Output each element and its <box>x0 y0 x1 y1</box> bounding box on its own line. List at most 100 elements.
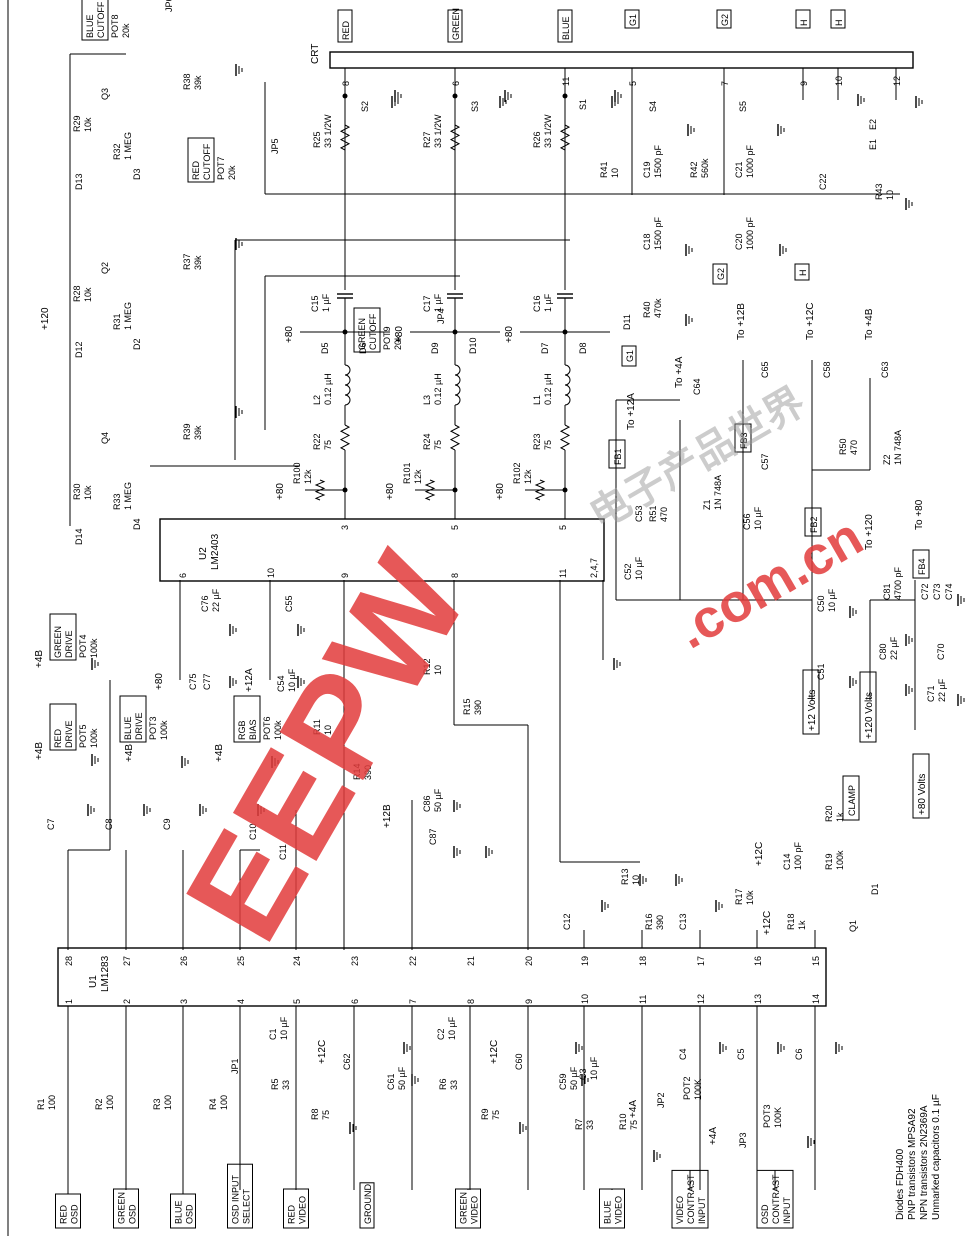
rail-80-r102: +80 <box>495 483 506 500</box>
component-ref: R102 <box>512 462 522 484</box>
component-ref: C14 <box>782 853 792 870</box>
component-value: 0.12 µH <box>433 373 443 405</box>
component-value: 33 <box>449 1080 459 1090</box>
ground-symbol <box>229 624 237 636</box>
component-ref: R6 <box>438 1078 448 1090</box>
note-diodes: Diodes FDH400 <box>895 1148 906 1220</box>
drive-word: DRIVE <box>64 630 74 658</box>
zener-ref: Z2 <box>882 454 892 465</box>
input-label: INPUT <box>782 1196 792 1224</box>
ground-symbol <box>453 800 461 812</box>
ground-symbol <box>611 96 619 108</box>
component-ref: R40 <box>642 301 652 318</box>
watermark-site: .com.cn <box>666 506 873 660</box>
component-ref: L2 <box>312 395 322 405</box>
component-value: 1 MEG <box>123 132 133 160</box>
component-ref: C18 <box>642 233 652 250</box>
rail-labels: +120 +80 +80 +80 +80 +80 +80 +80 +12A +4… <box>34 307 773 1145</box>
component-value: 1k <box>797 920 807 930</box>
u1-pin-bottom: 6 <box>350 999 360 1004</box>
component-value: 390 <box>473 700 483 715</box>
input-label: CONTRAST <box>686 1174 696 1224</box>
component-ref: C76 <box>200 595 210 612</box>
ground-symbol <box>905 198 913 210</box>
u1-pin-top: 22 <box>408 956 418 966</box>
drive-pot-ref: POT4 <box>78 634 88 658</box>
g2-box <box>712 263 728 285</box>
cutoff-word: CUTOFF <box>368 313 378 350</box>
component-ref: C17 <box>422 295 432 312</box>
drive-box <box>119 695 147 743</box>
component-ref: R50 <box>838 438 848 455</box>
cutoff-pot-value: 20k <box>393 335 403 350</box>
right-section-labels: To +12A To +4A To +12B To +12C To +4B To… <box>608 119 930 821</box>
ground-symbol <box>519 1122 527 1134</box>
u1-pin-top: 26 <box>179 956 189 966</box>
component-value: 0.12 µH <box>323 373 333 405</box>
ground-symbol <box>905 684 913 696</box>
junction-dot <box>452 93 458 99</box>
component-ref: R9 <box>480 1108 490 1120</box>
cutoff-jumper: JP5 <box>270 138 280 154</box>
channel-inductor <box>344 364 351 406</box>
ground-symbol <box>685 314 693 326</box>
component-ref: C81 <box>882 583 892 600</box>
input-label: BLUE <box>603 1200 613 1224</box>
component-value: 10 µF <box>287 668 297 692</box>
component-ref: R12 <box>422 658 432 675</box>
component-ref: C74 <box>944 583 954 600</box>
u1-pin-bottom: 2 <box>122 999 132 1004</box>
channel-coupling-cap <box>447 293 463 299</box>
crt-pin-number: 7 <box>720 81 730 86</box>
cutoff-color: BLUE <box>85 14 95 38</box>
drive-color: RGB <box>237 720 247 740</box>
cutoff-color: RED <box>191 160 201 180</box>
component-ref: R33 <box>112 493 122 510</box>
component-value: 100K <box>693 1079 703 1100</box>
u1-chip: U1 LM1283 <box>57 947 827 1007</box>
channel-r-33 <box>449 124 461 151</box>
component-value: 1000 pF <box>745 144 755 178</box>
fb2-label: FB2 <box>809 516 819 533</box>
rail-80-r101: +80 <box>385 483 396 500</box>
component-value: 33 1/2W <box>543 114 553 148</box>
u2-pin-10: 10 <box>266 568 276 578</box>
ground-symbol <box>199 804 207 816</box>
diode-ref: D1 <box>870 883 880 895</box>
component-ref: C58 <box>822 361 832 378</box>
component-ref: C15 <box>310 295 320 312</box>
drive-color: BLUE <box>123 716 133 740</box>
component-value: 75 <box>433 440 443 450</box>
bus-lines <box>67 53 900 950</box>
rail-80-blue: +80 <box>504 326 515 343</box>
component-ref: C7 <box>46 818 56 830</box>
component-ref: C73 <box>932 583 942 600</box>
drive-pot-ref: POT6 <box>262 716 272 740</box>
ground-symbol <box>715 900 723 912</box>
component-ref: C80 <box>878 643 888 660</box>
jumper-ref: JP2 <box>656 1092 666 1108</box>
component-value: 10 µF <box>634 556 644 580</box>
channel-r-75 <box>559 424 571 451</box>
component-ref: C50 <box>816 595 826 612</box>
component-ref: R13 <box>620 868 630 885</box>
component-ref: R28 <box>72 285 82 302</box>
component-ref: C11 <box>278 844 288 860</box>
component-ref: C9 <box>162 818 172 830</box>
component-ref: R24 <box>422 433 432 450</box>
ground-symbol <box>835 1042 843 1054</box>
component-ref: R32 <box>112 143 122 160</box>
volts-80-label: +80 Volts <box>917 774 928 815</box>
h-label: H <box>798 270 808 277</box>
crt-pin-label: RED <box>341 20 351 40</box>
ground-symbol <box>235 238 243 250</box>
rail-4b-d: +4B <box>214 744 225 762</box>
crt-socket: CRT <box>310 44 914 69</box>
ground-symbol <box>639 874 647 886</box>
component-ref: R25 <box>312 131 322 148</box>
to-80: To +80 <box>914 499 925 530</box>
channel-r-75 <box>449 424 461 451</box>
cutoff-box <box>353 307 381 353</box>
